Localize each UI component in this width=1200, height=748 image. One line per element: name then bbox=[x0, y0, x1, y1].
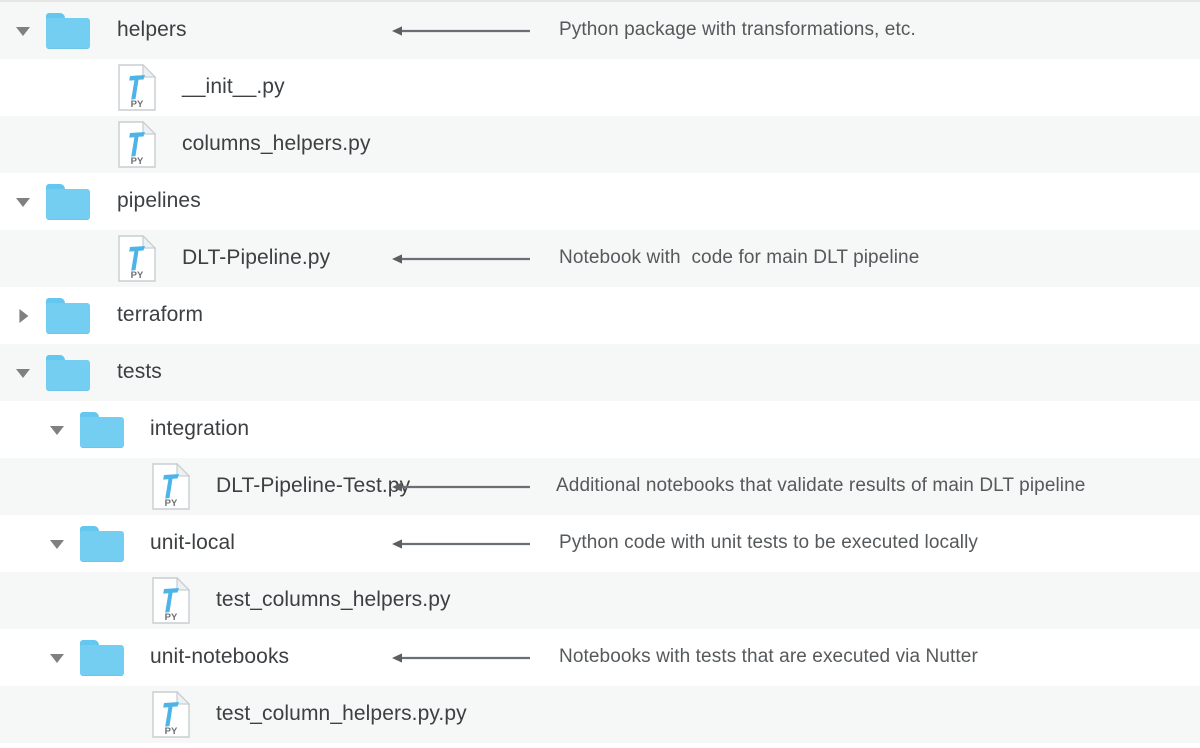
folder-body bbox=[80, 416, 124, 448]
tree-row-folder[interactable]: unit-local Python code with unit tests to… bbox=[0, 515, 1200, 572]
file-name-label: test_column_helpers.py.py bbox=[216, 702, 467, 725]
annotation-arrow-left-icon bbox=[392, 252, 530, 266]
triangle-right-icon[interactable] bbox=[14, 307, 32, 325]
folder-tab bbox=[46, 354, 65, 363]
svg-text:PY: PY bbox=[131, 99, 144, 110]
folder-name-label: pipelines bbox=[117, 189, 201, 212]
annotation-note: Notebook with code for main DLT pipeline bbox=[559, 247, 920, 268]
folder-name-label: unit-local bbox=[150, 531, 236, 554]
python-file-icon: PY bbox=[118, 235, 156, 282]
triangle-down-icon[interactable] bbox=[48, 649, 66, 667]
folder-body bbox=[46, 188, 90, 220]
triangle-down-icon[interactable] bbox=[48, 535, 66, 553]
folder-body bbox=[80, 644, 124, 676]
python-file-icon: PY bbox=[118, 121, 156, 168]
svg-text:PY: PY bbox=[131, 156, 144, 167]
file-name-label: columns_helpers.py bbox=[182, 132, 371, 155]
folder-name-label: helpers bbox=[117, 18, 187, 41]
folder-icon bbox=[46, 12, 90, 49]
tree-row-file[interactable]: PY DLT-Pipeline.py Notebook with code for … bbox=[0, 230, 1200, 287]
folder-body bbox=[80, 530, 124, 562]
tree-row-file[interactable]: PY test_column_helpers.py.py bbox=[0, 686, 1200, 743]
annotation-note: Additional notebooks that validate resul… bbox=[556, 475, 1086, 496]
folder-name-label: unit-notebooks bbox=[150, 645, 290, 668]
folder-tab bbox=[80, 525, 99, 534]
tree-row-file[interactable]: PY __init__.py bbox=[0, 59, 1200, 116]
tree-row-folder[interactable] bbox=[0, 743, 1200, 748]
folder-body bbox=[46, 302, 90, 334]
python-file-icon: PY bbox=[152, 577, 190, 624]
annotation-note: Python package with transformations, etc… bbox=[559, 19, 916, 40]
tree-row-file[interactable]: PY DLT-Pipeline-Test.py Additional noteboo… bbox=[0, 458, 1200, 515]
tree-row-file[interactable]: PY test_columns_helpers.py bbox=[0, 572, 1200, 629]
annotation-note: Notebooks with tests that are executed v… bbox=[559, 646, 978, 667]
folder-tab bbox=[46, 12, 65, 21]
folder-icon bbox=[46, 297, 90, 334]
tree-row-folder[interactable]: pipelines bbox=[0, 173, 1200, 230]
folder-tab bbox=[46, 297, 65, 306]
file-name-label: DLT-Pipeline-Test.py bbox=[216, 474, 411, 497]
svg-text:PY: PY bbox=[165, 498, 178, 509]
folder-name-label: integration bbox=[150, 417, 250, 440]
folder-icon bbox=[46, 183, 90, 220]
tree-row-folder[interactable]: helpers Python package with transformatio… bbox=[0, 2, 1200, 59]
annotation-arrow-left-icon bbox=[392, 24, 530, 38]
triangle-down-icon[interactable] bbox=[14, 193, 32, 211]
folder-tab bbox=[80, 411, 99, 420]
folder-icon bbox=[80, 411, 124, 448]
python-file-icon: PY bbox=[118, 64, 156, 111]
folder-body bbox=[46, 359, 90, 391]
folder-name-label: tests bbox=[117, 360, 162, 383]
svg-text:PY: PY bbox=[131, 270, 144, 281]
python-file-icon: PY bbox=[152, 691, 190, 738]
folder-icon bbox=[46, 354, 90, 391]
folder-body bbox=[46, 17, 90, 49]
annotation-arrow-left-icon bbox=[392, 651, 530, 665]
tree-row-folder[interactable]: unit-notebooks Notebooks with tests that … bbox=[0, 629, 1200, 686]
folder-tab bbox=[46, 183, 65, 192]
python-file-icon: PY bbox=[152, 463, 190, 510]
tree-row-folder[interactable]: terraform bbox=[0, 287, 1200, 344]
triangle-down-icon[interactable] bbox=[48, 421, 66, 439]
triangle-down-icon[interactable] bbox=[14, 22, 32, 40]
annotation-arrow-left-icon bbox=[392, 480, 530, 494]
annotation-note: Python code with unit tests to be execut… bbox=[559, 532, 979, 553]
svg-text:PY: PY bbox=[165, 726, 178, 737]
tree-row-folder[interactable]: integration bbox=[0, 401, 1200, 458]
folder-icon bbox=[80, 525, 124, 562]
file-name-label: DLT-Pipeline.py bbox=[182, 246, 331, 269]
folder-name-label: terraform bbox=[117, 303, 204, 326]
triangle-down-icon[interactable] bbox=[14, 364, 32, 382]
annotation-arrow-left-icon bbox=[392, 537, 530, 551]
folder-tab bbox=[80, 639, 99, 648]
folder-icon bbox=[80, 639, 124, 676]
file-name-label: test_columns_helpers.py bbox=[216, 588, 451, 611]
file-name-label: __init__.py bbox=[182, 75, 285, 98]
tree-row-file[interactable]: PY columns_helpers.py bbox=[0, 116, 1200, 173]
tree-row-folder[interactable]: tests bbox=[0, 344, 1200, 401]
svg-text:PY: PY bbox=[165, 612, 178, 623]
